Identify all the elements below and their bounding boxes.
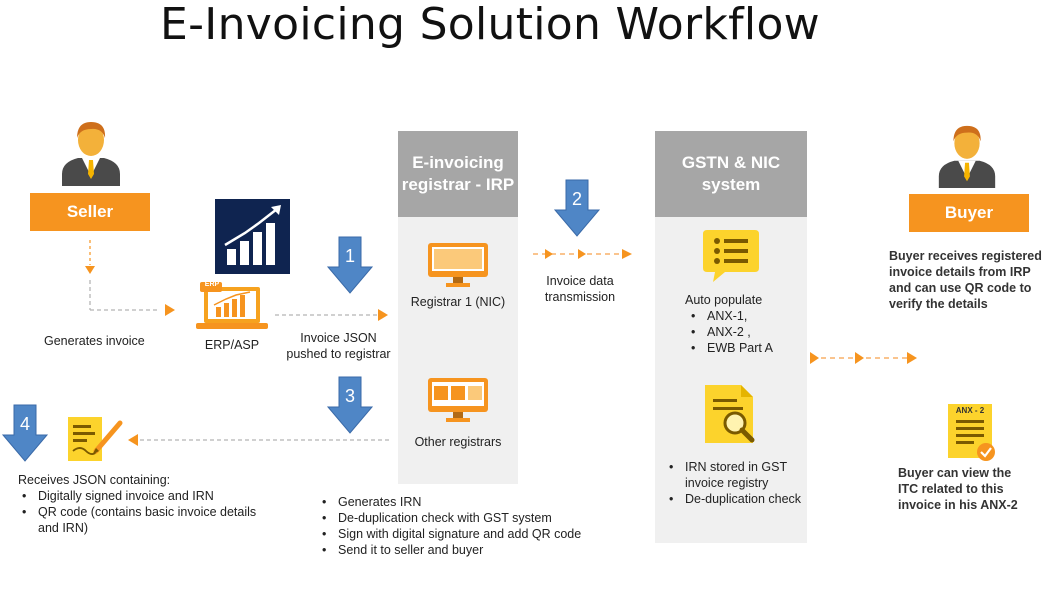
irp-actions-block: Generates IRN De-duplication check with …: [318, 494, 638, 558]
buyer-receives-text: Buyer receives registered invoice detail…: [889, 248, 1061, 312]
receives-json-block: Receives JSON containing: Digitally sign…: [18, 472, 258, 536]
growth-chart-icon: [215, 199, 290, 274]
auto-item-anx2: ANX-2 ,: [691, 324, 805, 340]
step3-label: 3: [344, 386, 355, 406]
auto-item-anx1: ANX-1,: [691, 308, 805, 324]
irp-header-line1: E-invoicing: [412, 153, 504, 172]
buyer-box: Buyer: [909, 194, 1029, 232]
buyer-receives-line4: verify the details: [889, 297, 988, 311]
registrar1-monitor-icon: [428, 243, 488, 287]
erp-laptop-icon: [196, 282, 268, 329]
gstn-header-line1: GSTN & NIC: [681, 153, 781, 172]
push-caption-line1: Invoice JSON: [300, 331, 377, 345]
irp-action-dedup: De-duplication check with GST system: [322, 510, 638, 526]
buyer-itc-text: Buyer can view the ITC related to this i…: [898, 465, 1058, 513]
other-registrars-monitor-icon: [428, 378, 488, 422]
transmission-line2: transmission: [544, 290, 616, 304]
irp-action-send: Send it to seller and buyer: [322, 542, 638, 558]
irn-item-stored: IRN stored in GST invoice registry: [669, 459, 805, 491]
seller-box: Seller: [30, 193, 150, 231]
buyer-person-icon: [938, 125, 996, 188]
push-caption-line2: pushed to registrar: [286, 347, 391, 361]
seller-caption: Generates invoice: [44, 334, 145, 348]
step4-arrow-icon: [1, 404, 49, 462]
receives-item-signed: Digitally signed invoice and IRN: [22, 488, 258, 504]
buyer-itc-line3: invoice in his ANX-2: [898, 498, 1018, 512]
anx2-badge: ANX - 2: [955, 406, 985, 415]
irp-action-generate: Generates IRN: [322, 494, 638, 510]
receives-title: Receives JSON containing:: [18, 473, 171, 487]
step2-label: 2: [571, 189, 582, 209]
auto-item-ewb: EWB Part A: [691, 340, 805, 356]
list-chat-icon: [703, 230, 759, 282]
receives-item-qr: QR code (contains basic invoice details …: [22, 504, 258, 536]
auto-populate-title: Auto populate: [685, 293, 763, 307]
gstn-header: GSTN & NIC system: [655, 131, 807, 217]
buyer-receives-line2: invoice details from IRP: [889, 265, 1031, 279]
irp-header: E-invoicing registrar - IRP: [398, 131, 518, 217]
irp-action-sign: Sign with digital signature and add QR c…: [322, 526, 638, 542]
buyer-receives-line1: Buyer receives registered: [889, 249, 1042, 263]
transmission-line1: Invoice data: [546, 274, 614, 288]
buyer-itc-line2: ITC related to this: [898, 482, 1004, 496]
gstn-header-line2: system: [701, 175, 761, 194]
transmission-caption: Invoice data transmission: [525, 273, 635, 305]
step4-label: 4: [19, 414, 30, 434]
registrar1-label: Registrar 1 (NIC): [410, 295, 506, 309]
auto-populate-block: Auto populate ANX-1, ANX-2 , EWB Part A: [685, 292, 805, 356]
buyer-receives-line3: and can use QR code to: [889, 281, 1032, 295]
signed-document-icon: [68, 417, 123, 461]
irn-block: IRN stored in GST invoice registry De-du…: [665, 459, 805, 507]
page-title: E-Invoicing Solution Workflow: [160, 0, 820, 50]
irp-header-line2: registrar - IRP: [401, 175, 515, 194]
anx2-document-icon: [948, 404, 995, 461]
buyer-itc-line1: Buyer can view the: [898, 466, 1012, 480]
push-caption: Invoice JSON pushed to registrar: [276, 330, 401, 362]
seller-person-icon: [62, 122, 120, 186]
other-registrars-label: Other registrars: [414, 435, 502, 449]
step3-arrow-icon: [326, 376, 374, 434]
erp-caption: ERP/ASP: [204, 338, 260, 352]
step1-label: 1: [344, 246, 355, 266]
erp-badge: ERP: [204, 281, 220, 288]
irn-item-dedup: De-duplication check: [669, 491, 805, 507]
document-search-icon: [705, 385, 755, 443]
step2-arrow-icon: [553, 179, 601, 237]
step1-arrow-icon: [326, 236, 374, 294]
